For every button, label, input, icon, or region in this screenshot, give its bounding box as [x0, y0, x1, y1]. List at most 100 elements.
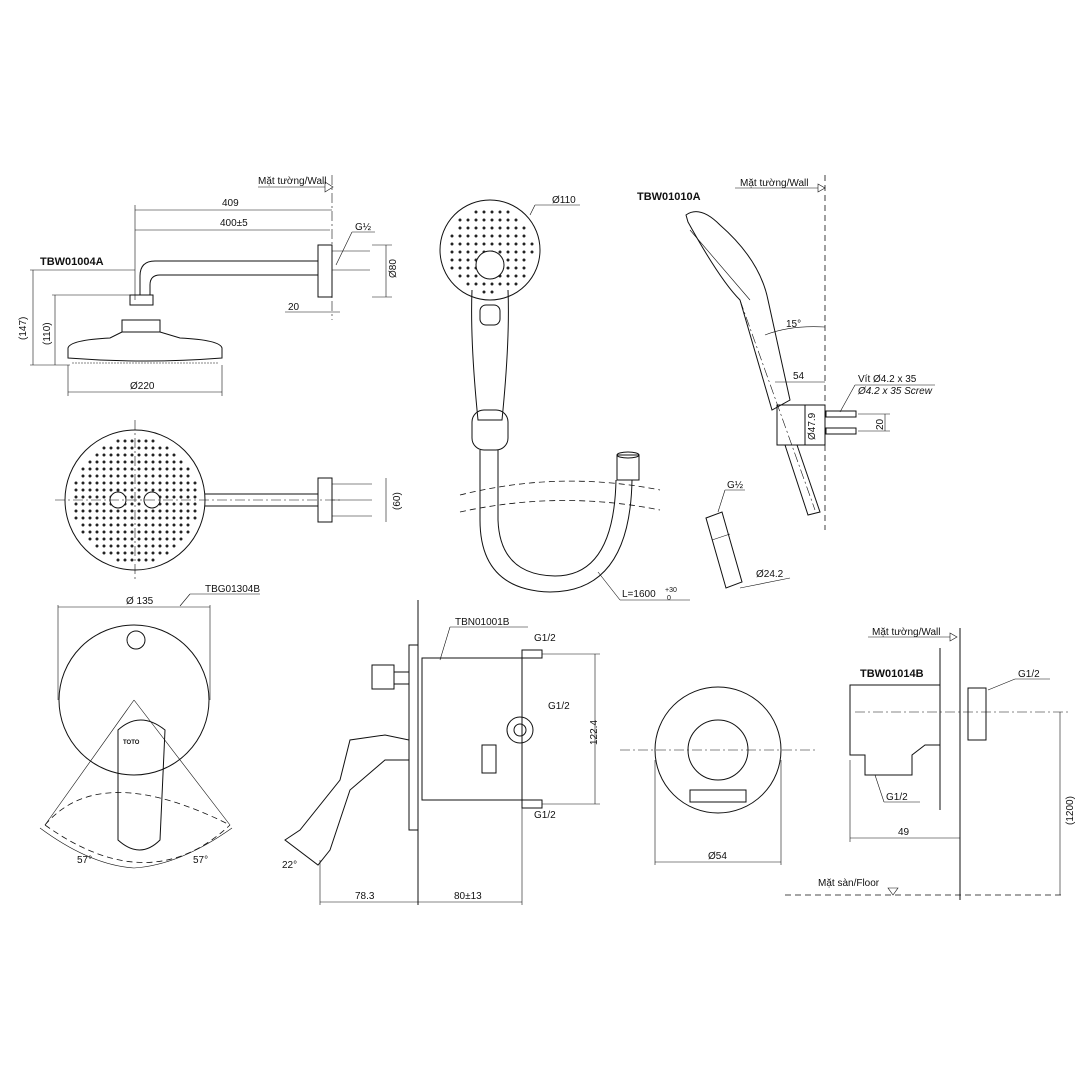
nozzle-dot — [490, 226, 494, 230]
nozzle-dot — [81, 523, 85, 527]
nozzle-dot — [482, 282, 486, 286]
nozzle-dot — [123, 523, 127, 527]
nozzle-dot — [158, 467, 162, 471]
nozzle-dot — [165, 530, 169, 534]
nozzle-dot — [102, 516, 106, 520]
thread-label-hand: G½ — [727, 480, 744, 491]
nozzle-dot — [158, 537, 162, 541]
nozzle-dot — [172, 453, 176, 457]
nozzle-dot — [482, 234, 486, 238]
nozzle-dot — [144, 516, 148, 520]
nozzle-dot — [458, 258, 462, 262]
nozzle-dot — [506, 250, 510, 254]
nozzle-dot — [102, 460, 106, 464]
nozzle-dot — [137, 460, 141, 464]
nozzle-dot — [522, 250, 526, 254]
nozzle-dot — [172, 537, 176, 541]
nozzle-dot — [179, 495, 183, 499]
screw-label-en: Ø4.2 x 35 Screw — [857, 386, 933, 397]
nozzle-dot — [95, 502, 99, 506]
nozzle-dot — [109, 453, 113, 457]
nozzle-dot — [179, 481, 183, 485]
nozzle-dot — [144, 523, 148, 527]
nozzle-dot — [116, 509, 120, 513]
hand-shower-side-view: TBW01010A Mặt tường/Wall 15° 54 Ø47.9 20… — [637, 175, 935, 589]
nozzle-dot — [74, 488, 78, 492]
nozzle-dot — [123, 460, 127, 464]
nozzle-dot — [109, 474, 113, 478]
dim-110: (110) — [42, 322, 53, 345]
nozzle-dot — [158, 509, 162, 513]
nozzle-dot — [482, 290, 486, 294]
nozzle-dot — [88, 467, 92, 471]
nozzle-dot — [130, 523, 134, 527]
nozzle-dot — [102, 481, 106, 485]
dim-20: 20 — [288, 302, 300, 313]
nozzle-dot — [116, 474, 120, 478]
nozzle-dot — [193, 495, 197, 499]
nozzle-dot — [137, 544, 141, 548]
nozzle-dot — [88, 495, 92, 499]
nozzle-dot — [498, 218, 502, 222]
nozzle-dot — [506, 266, 510, 270]
nozzle-dot — [172, 495, 176, 499]
nozzle-dot — [186, 516, 190, 520]
nozzle-dot — [165, 544, 169, 548]
nozzle-dot — [102, 544, 106, 548]
nozzle-dot — [74, 509, 78, 513]
nozzle-dot — [81, 488, 85, 492]
nozzle-dot — [506, 282, 510, 286]
nozzle-dot — [130, 509, 134, 513]
nozzle-dot — [130, 537, 134, 541]
nozzle-dot — [95, 523, 99, 527]
dim-47-9: Ø47.9 — [807, 412, 818, 440]
nozzle-dot — [522, 258, 526, 262]
nozzle-dot — [109, 488, 113, 492]
nozzle-dot — [158, 544, 162, 548]
nozzle-dot — [88, 516, 92, 520]
nozzle-dot — [116, 481, 120, 485]
nozzle-dot — [179, 460, 183, 464]
model-tbw01010a: TBW01010A — [637, 191, 701, 203]
nozzle-dot — [109, 481, 113, 485]
nozzle-dot — [151, 460, 155, 464]
nozzle-dot — [498, 282, 502, 286]
nozzle-dot — [116, 523, 120, 527]
nozzle-dot — [506, 274, 510, 278]
nozzle-dot — [137, 467, 141, 471]
nozzle-dot — [165, 537, 169, 541]
nozzle-dot — [102, 523, 106, 527]
nozzle-dot — [137, 509, 141, 513]
nozzle-dot — [88, 502, 92, 506]
dim-24-2: Ø24.2 — [756, 569, 784, 580]
nozzle-dot — [102, 488, 106, 492]
nozzle-dot — [490, 234, 494, 238]
nozzle-dot — [458, 226, 462, 230]
nozzle-dot — [109, 551, 113, 555]
nozzle-dot — [81, 495, 85, 499]
model-tbg01304b: TBG01304B — [205, 584, 260, 595]
nozzle-dot — [498, 210, 502, 214]
nozzle-dot — [88, 488, 92, 492]
dim-80-13: 80±13 — [454, 891, 482, 902]
nozzle-dot — [137, 439, 141, 443]
nozzle-dot — [88, 460, 92, 464]
dim-135: Ø 135 — [126, 596, 154, 607]
nozzle-dot — [450, 250, 454, 254]
nozzle-dot — [116, 453, 120, 457]
nozzle-dot — [74, 502, 78, 506]
nozzle-dot — [109, 467, 113, 471]
nozzle-dot — [88, 537, 92, 541]
nozzle-dot — [130, 467, 134, 471]
nozzle-dot — [130, 453, 134, 457]
nozzle-dot — [474, 274, 478, 278]
nozzle-dot — [151, 488, 155, 492]
nozzle-dot — [102, 530, 106, 534]
nozzle-dot — [498, 242, 502, 246]
nozzle-dot — [482, 218, 486, 222]
nozzle-dot — [130, 439, 134, 443]
hose-tolerance-down: 0 — [667, 595, 671, 602]
nozzle-dot — [490, 242, 494, 246]
nozzle-dot — [144, 551, 148, 555]
nozzle-dot — [165, 495, 169, 499]
